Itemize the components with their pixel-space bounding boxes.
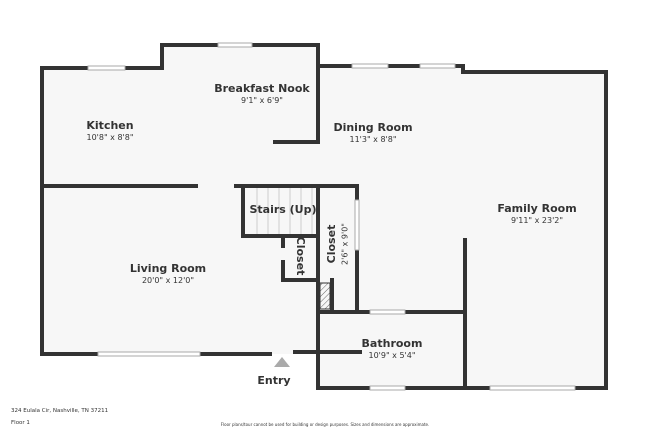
room-kitchen-dim: 10'8" x 8'8" [86, 133, 133, 142]
footer-disclaimer: Floor plans/tour cannot be used for buil… [220, 422, 430, 427]
room-family-name: Family Room [497, 202, 576, 215]
room-stairs-name: Stairs (Up) [249, 203, 316, 216]
room-breakfast-nook-name: Breakfast Nook [214, 82, 310, 95]
entry-label: Entry [257, 374, 290, 387]
room-living-dim: 20'0" x 12'0" [142, 276, 194, 285]
room-closet-dim: 2'6" x 9'0" [341, 223, 350, 265]
room-kitchen-name: Kitchen [86, 119, 133, 132]
room-closet-name: Closet [325, 225, 338, 264]
room-family-dim: 9'11" x 23'2" [511, 216, 563, 225]
room-closet-small-name: Closet [294, 237, 307, 276]
room-dining-name: Dining Room [333, 121, 412, 134]
footer-address: 324 Eulala Cir, Nashville, TN 37211 [11, 408, 109, 414]
room-dining-dim: 11'3" x 8'8" [349, 135, 396, 144]
room-breakfast-nook-dim: 9'1" x 6'9" [241, 96, 283, 105]
hatched-chase [319, 282, 331, 310]
windows [87, 42, 576, 391]
entry-arrow-icon [274, 357, 290, 367]
footer-floor: Floor 1 [11, 420, 30, 426]
stair-treads [256, 188, 313, 234]
room-bathroom-dim: 10'9" x 5'4" [368, 351, 415, 360]
room-living-name: Living Room [130, 262, 206, 275]
room-bathroom-name: Bathroom [362, 337, 423, 350]
